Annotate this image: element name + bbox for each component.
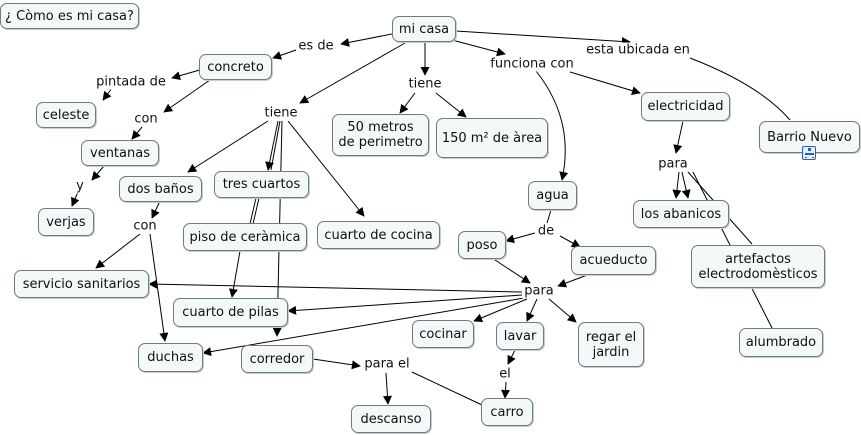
link-es-de[interactable]: es de [296, 38, 336, 54]
concept-electricidad[interactable]: electricidad [641, 92, 730, 121]
link-el[interactable]: el [497, 366, 513, 382]
link-de-agua[interactable]: de [535, 223, 557, 239]
link-con-banos[interactable]: con [131, 218, 159, 234]
link-con-ventanas[interactable]: con [132, 111, 160, 127]
link-tiene-center[interactable]: tiene [406, 76, 444, 92]
edge-piso-pilas [228, 250, 241, 298]
edge-el-carro [501, 381, 510, 399]
concept-150-m2[interactable]: 150 m² de àrea [436, 118, 548, 158]
edge-tiene-trescuartos-b [270, 120, 281, 171]
concept-agua[interactable]: agua [528, 181, 577, 210]
edge-ventanas-y [91, 165, 105, 181]
concept-50-metros[interactable]: 50 metros de perimetro [332, 114, 429, 156]
edge-para2-servicio [148, 279, 523, 293]
edge-dosbanos-con [151, 200, 161, 219]
edge-tiene-trescuartos [265, 120, 279, 171]
resource-icon[interactable] [802, 146, 816, 160]
concept-poso[interactable]: poso [458, 231, 506, 259]
edge-carro-parael [411, 371, 483, 406]
concept-ventanas[interactable]: ventanas [81, 140, 159, 166]
link-tiene-left[interactable]: tiene [262, 105, 300, 121]
edge-acueducto-para2 [557, 273, 591, 288]
edge-lavar-el [507, 349, 516, 365]
concept-verjas[interactable]: verjas [38, 208, 94, 236]
concept-celeste[interactable]: celeste [36, 102, 96, 128]
concept-carro[interactable]: carro [481, 398, 533, 426]
edge-y-verjas [71, 191, 80, 207]
link-para-el[interactable]: para el [362, 356, 412, 372]
edge-para1-abanicos-b [681, 171, 691, 199]
concept-artefactos[interactable]: artefactos electrodomèsticos [691, 245, 825, 288]
concept-cuarto-cocina[interactable]: cuarto de cocina [317, 221, 440, 249]
concept-lavar[interactable]: lavar [496, 322, 544, 350]
link-para-agua[interactable]: para [522, 283, 556, 299]
concept-dos-banos[interactable]: dos baños [119, 176, 202, 202]
concept-duchas[interactable]: duchas [138, 343, 203, 372]
link-funciona-con[interactable]: funciona con [488, 56, 576, 72]
edge-parael-descanso [382, 372, 392, 405]
concept-servicio-sanitarios[interactable]: servicio sanitarios [14, 270, 149, 298]
concept-los-abanicos[interactable]: los abanicos [633, 200, 729, 228]
edge-tiene2-metros [399, 92, 416, 114]
edge-electricidad-para [673, 120, 684, 154]
concept-mi-casa[interactable]: mi casa [392, 16, 456, 42]
concept-regar-jardin[interactable]: regar el jardin [578, 322, 644, 367]
concept-tres-cuartos[interactable]: tres cuartos [214, 171, 309, 198]
concept-acueducto[interactable]: acueducto [571, 246, 656, 275]
edge-para2-pilas [287, 294, 523, 315]
concept-title[interactable]: ¿ Còmo es mi casa? [0, 3, 139, 29]
edge-para2-cocinar [473, 298, 528, 323]
concept-corredor[interactable]: corredor [241, 345, 313, 373]
edge-micasa-ubicada [455, 30, 631, 46]
edge-con-ventanas [131, 126, 143, 140]
link-pintada-de[interactable]: pintada de [94, 74, 168, 90]
edge-esde-concreto [272, 49, 297, 60]
edge-para1-abanicos [672, 171, 682, 199]
edge-con-servicio [95, 233, 141, 269]
edge-poso-para2 [491, 257, 531, 284]
edge-funciona-electricidad [569, 71, 641, 95]
concept-alumbrado[interactable]: alumbrado [739, 328, 823, 357]
edge-de-poso [505, 232, 536, 244]
edge-tiene2-area [435, 92, 467, 118]
edge-pintada-celeste [102, 87, 113, 101]
concept-concreto[interactable]: concreto [199, 54, 272, 80]
edge-para2-regar [548, 298, 577, 323]
edge-con-duchas [149, 233, 169, 342]
link-para-electricidad[interactable]: para [656, 156, 690, 172]
edge-para2-lavar [526, 298, 538, 322]
concept-cuarto-pilas[interactable]: cuarto de pilas [173, 298, 288, 327]
edge-corredor-parael [312, 358, 361, 370]
concept-piso-ceramica[interactable]: piso de ceràmica [183, 223, 307, 251]
concept-descanso[interactable]: descanso [351, 405, 431, 433]
edge-agua-de [546, 209, 552, 224]
edge-concreto-con [163, 79, 211, 113]
edge-trescuartos-piso-b [252, 197, 260, 225]
edge-trescuartos-piso [249, 197, 257, 225]
edge-micasa-esde [340, 32, 398, 47]
edge-tiene-dosbanos [187, 120, 269, 173]
link-esta-ubicada-en[interactable]: esta ubicada en [584, 42, 692, 58]
link-y[interactable]: y [74, 178, 86, 194]
concept-cocinar[interactable]: cocinar [412, 320, 474, 348]
edge-micasa-funciona [451, 39, 506, 57]
